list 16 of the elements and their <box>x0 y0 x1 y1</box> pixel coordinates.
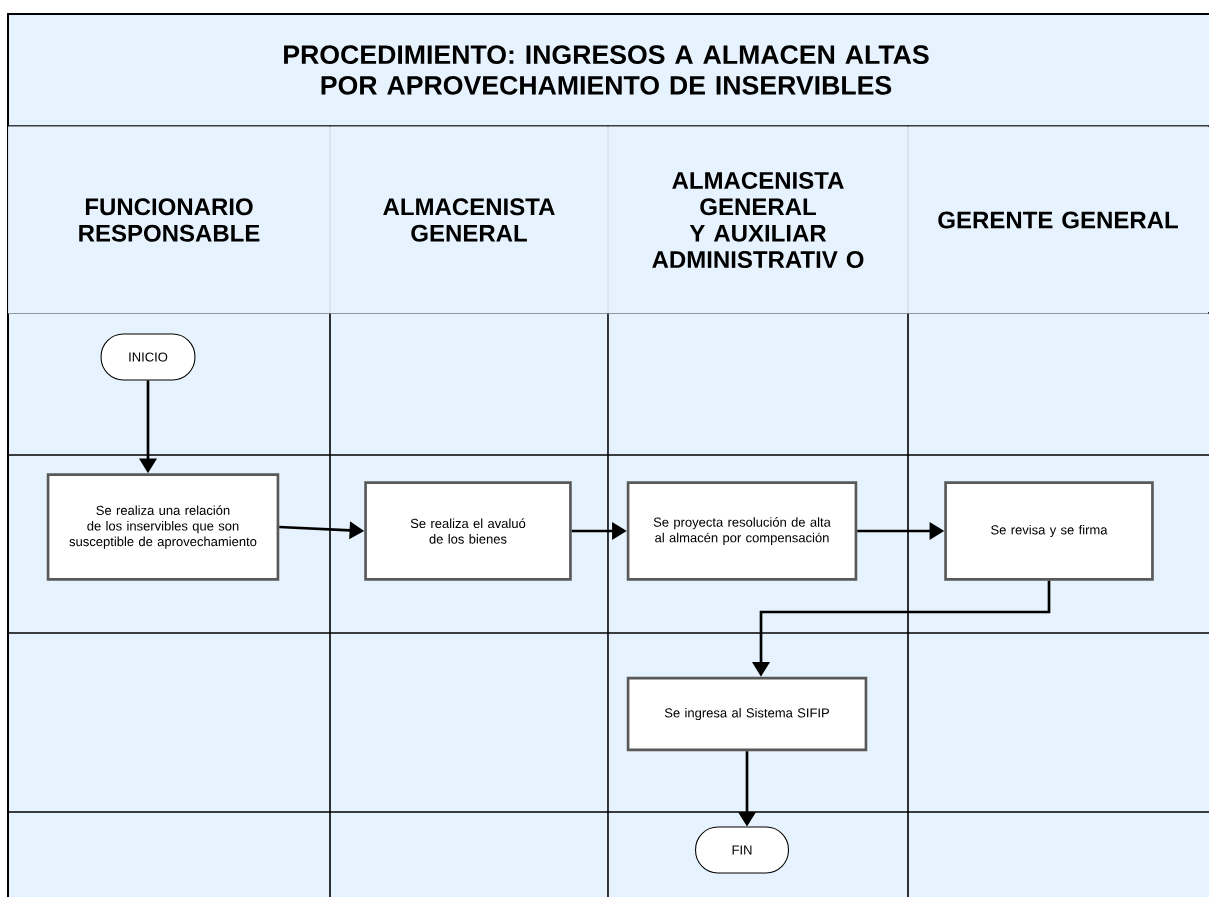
process-box: Se ingresa al Sistema SIFIP <box>626 676 868 752</box>
lane-header: GERENTE GENERAL <box>908 126 1208 314</box>
terminal-box: FIN <box>695 826 789 874</box>
process-box: Se realiza el avaluó de los bienes <box>364 481 572 581</box>
lane-header: FUNCIONARIO RESPONSABLE <box>8 126 330 314</box>
node-label: FUNCIONARIO RESPONSABLE <box>79 198 260 242</box>
lane-header: ALMACENISTA GENERAL Y AUXILIAR ADMINISTRATIV O <box>608 126 908 314</box>
process-box: Se revisa y se firma <box>944 481 1154 581</box>
title: PROCEDIMIENTO: INGRESOS A ALMACEN ALTAS POR APROVECHAMIENTO DE INSERVIBLES <box>284 45 929 95</box>
process-box: Se proyecta resolución de alta al almacén por compensación <box>626 481 858 581</box>
node-label: GERENTE GENERAL <box>938 211 1178 229</box>
node-label: ALMACENISTA GENERAL <box>383 198 555 242</box>
node-label: ALMACENISTA GENERAL Y AUXILIAR ADMINISTRATIV O <box>652 171 864 269</box>
lane-header: ALMACENISTA GENERAL <box>330 126 608 314</box>
terminal-box: INICIO <box>100 333 196 381</box>
process-box: Se realiza una relación de los inservibles que son susceptible de aprovechamiento <box>46 473 280 581</box>
